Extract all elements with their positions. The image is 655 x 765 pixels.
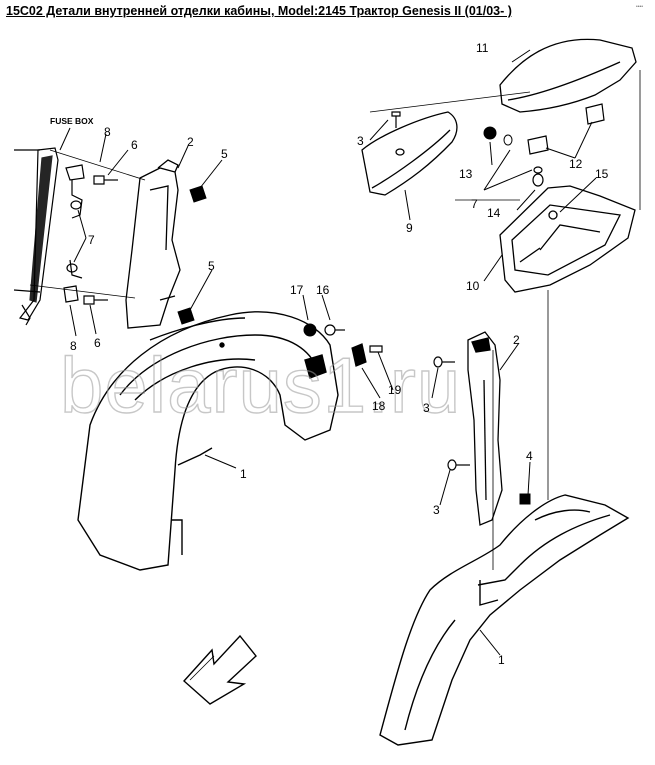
pillar-trim-part-2-left[interactable] bbox=[125, 159, 181, 329]
callout-9: 9 bbox=[406, 221, 413, 235]
callout-12: 12 bbox=[569, 157, 583, 171]
storage-tray-part-10[interactable] bbox=[499, 185, 636, 293]
callout-14: 14 bbox=[487, 206, 501, 220]
alignment-lines bbox=[29, 70, 641, 570]
callout-18: 18 bbox=[372, 399, 386, 413]
callout-16: 16 bbox=[316, 283, 330, 297]
screw-part-3-top[interactable] bbox=[391, 111, 401, 128]
callout-3-low: 3 bbox=[433, 503, 440, 517]
fender-trim-part-1-right[interactable] bbox=[379, 494, 630, 746]
clip-part-5[interactable] bbox=[177, 185, 207, 325]
clip-part-7[interactable] bbox=[66, 200, 82, 273]
watermark: belarus1.ru bbox=[60, 341, 461, 429]
nut-part-4[interactable] bbox=[519, 493, 531, 505]
fuse-box-part[interactable] bbox=[13, 147, 59, 326]
callout-7-right: 7 bbox=[471, 197, 478, 211]
roof-panel-part-11[interactable] bbox=[499, 38, 637, 113]
pillar-trim-part-2-right[interactable] bbox=[467, 331, 503, 526]
callout-2-left: 2 bbox=[187, 135, 194, 149]
direction-arrow-icon bbox=[183, 634, 257, 705]
fender-trim-part-1-main[interactable] bbox=[77, 311, 339, 571]
diagram-title: 15C02 Детали внутренней отделки кабины, … bbox=[6, 4, 512, 18]
callout-3-top: 3 bbox=[357, 134, 364, 148]
bracket-part-8[interactable] bbox=[63, 164, 85, 303]
callout-17: 17 bbox=[290, 283, 304, 297]
callout-11: 11 bbox=[476, 41, 489, 55]
bracket-part-12[interactable] bbox=[527, 103, 605, 155]
callout-5-low: 5 bbox=[208, 259, 215, 273]
callout-1-right: 1 bbox=[498, 653, 505, 667]
callout-8-low: 8 bbox=[70, 339, 77, 353]
nut-part-14[interactable] bbox=[532, 166, 544, 187]
callout-6-top: 6 bbox=[131, 138, 138, 152]
callout-4: 4 bbox=[526, 449, 533, 463]
callout-6-low: 6 bbox=[94, 336, 101, 350]
nut-part-17[interactable] bbox=[303, 323, 317, 337]
callout-10: 10 bbox=[466, 279, 480, 293]
callout-3-mid: 3 bbox=[423, 401, 430, 415]
callout-15: 15 bbox=[595, 167, 609, 181]
fuse-box-label: FUSE BOX bbox=[50, 116, 94, 126]
callout-2-right: 2 bbox=[513, 333, 520, 347]
corner-mark: •••• bbox=[635, 4, 643, 10]
screw-part-3-right[interactable] bbox=[433, 356, 470, 471]
callout-8-top: 8 bbox=[104, 125, 111, 139]
screw-part-6[interactable] bbox=[83, 175, 118, 305]
callout-13: 13 bbox=[459, 167, 473, 181]
bolt-part-13[interactable] bbox=[483, 126, 513, 146]
callout-19: 19 bbox=[388, 383, 402, 397]
screw-part-16[interactable] bbox=[324, 324, 345, 336]
callout-1-main: 1 bbox=[240, 467, 247, 481]
callout-7-left: 7 bbox=[88, 233, 95, 247]
callout-5-top: 5 bbox=[221, 147, 228, 161]
lid-part-9[interactable] bbox=[361, 111, 458, 196]
clip-part-18-19[interactable] bbox=[351, 343, 383, 367]
leader-lines bbox=[69, 49, 597, 656]
